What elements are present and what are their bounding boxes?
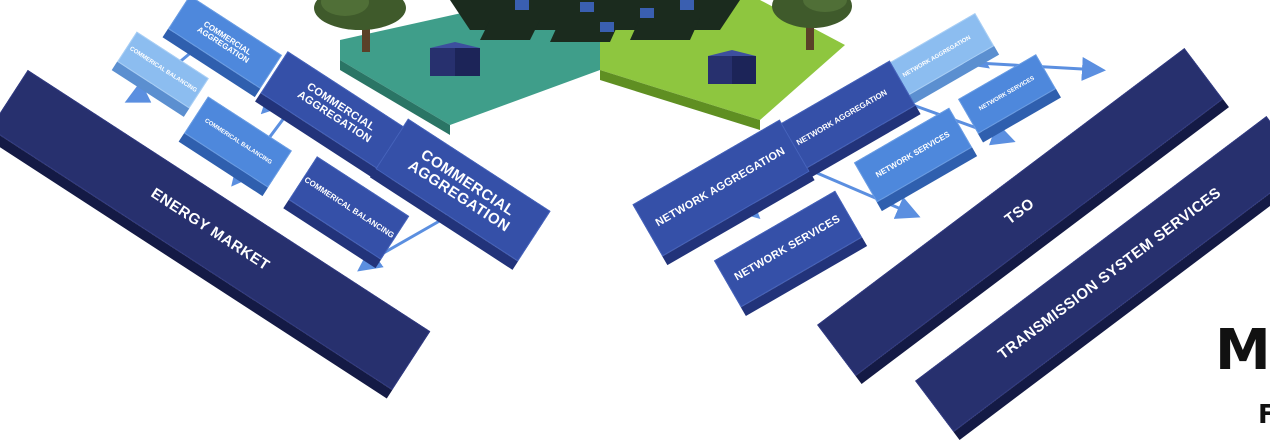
community-ground-scene [314,0,852,135]
partial-title-letter: M [1215,318,1270,383]
tree-left [314,0,406,52]
utility-box-teal [430,42,480,76]
partial-subtitle-letter: F [1258,400,1270,430]
arrow-na3-tso [809,168,921,219]
solar-panels [515,0,694,32]
utility-box-lime [708,50,756,84]
tree-right [772,0,852,50]
